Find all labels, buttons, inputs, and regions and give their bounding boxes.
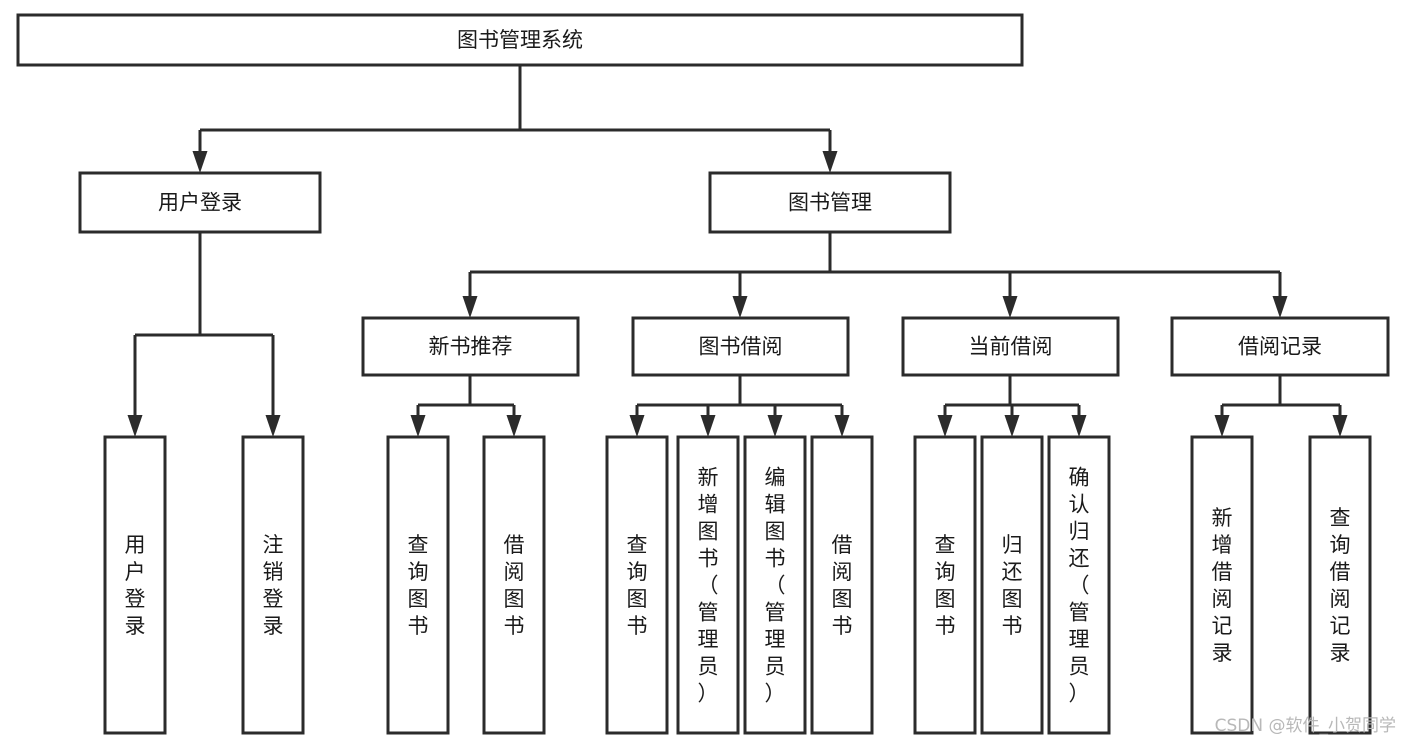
connector-currentborrow-to-leaves (937, 375, 1087, 437)
node-label: 用户登录 (125, 533, 146, 638)
connector-newbook-to-leaves (410, 375, 522, 437)
node-label: 借阅图书 (832, 533, 853, 638)
node-label: 借阅记录 (1238, 335, 1322, 359)
node-leaf-borrow-book-rec[interactable]: 借阅图书 (482, 435, 546, 735)
node-label: 新增借阅记录 (1212, 506, 1233, 665)
node-label: 当前借阅 (969, 335, 1053, 359)
node-label: 查询借阅记录 (1330, 506, 1351, 665)
node-label: 查询图书 (408, 533, 429, 638)
node-leaf-return-book[interactable]: 归还图书 (980, 435, 1044, 735)
node-label: 用户登录 (158, 191, 242, 215)
node-label: 图书管理 (788, 191, 872, 215)
connector-bookmanage-to-level3 (462, 232, 1288, 318)
connector-borrowrecord-to-leaves (1214, 375, 1348, 437)
node-label: 新书推荐 (429, 335, 513, 359)
node-current-borrow[interactable]: 当前借阅 (901, 316, 1120, 377)
node-label: 注销登录 (263, 533, 284, 638)
node-leaf-borrow-book[interactable]: 借阅图书 (810, 435, 874, 735)
node-root[interactable]: 图书管理系统 (16, 13, 1024, 67)
node-leaf-query-book-borrow[interactable]: 查询图书 (605, 435, 669, 735)
nodes-layer: 图书管理系统用户登录图书管理新书推荐图书借阅当前借阅借阅记录用户登录注销登录查询… (16, 13, 1390, 735)
node-user-login[interactable]: 用户登录 (78, 171, 322, 234)
node-label: 查询图书 (935, 533, 956, 638)
node-label: 编辑图书（管理员） (765, 466, 786, 706)
node-leaf-query-book-current[interactable]: 查询图书 (913, 435, 977, 735)
node-book-manage[interactable]: 图书管理 (708, 171, 952, 234)
node-label: 查询图书 (627, 533, 648, 638)
node-leaf-user-login[interactable]: 用户登录 (103, 435, 167, 735)
connector-userlogin-to-leaves (127, 232, 281, 437)
connector-root-to-level2 (192, 65, 838, 173)
node-label: 新增图书（管理员） (698, 466, 719, 706)
node-leaf-query-borrow-record[interactable]: 查询借阅记录 (1308, 435, 1372, 735)
node-label: 图书管理系统 (457, 28, 583, 52)
node-label: 借阅图书 (504, 533, 525, 638)
node-label: 图书借阅 (699, 335, 783, 359)
node-leaf-confirm-return[interactable]: 确认归还（管理员） (1047, 435, 1111, 735)
node-label: 确认归还（管理员） (1069, 466, 1090, 706)
node-new-book-recommend[interactable]: 新书推荐 (361, 316, 580, 377)
node-label: 归还图书 (1002, 533, 1023, 638)
node-leaf-edit-book[interactable]: 编辑图书（管理员） (743, 435, 807, 735)
node-leaf-add-book[interactable]: 新增图书（管理员） (676, 435, 740, 735)
node-leaf-query-book-rec[interactable]: 查询图书 (386, 435, 450, 735)
csdn-watermark: CSDN @软件_小贺同学 (1215, 716, 1396, 736)
node-book-borrow[interactable]: 图书借阅 (631, 316, 850, 377)
connectors-layer (127, 65, 1348, 437)
node-leaf-user-logout[interactable]: 注销登录 (241, 435, 305, 735)
node-leaf-add-borrow-record[interactable]: 新增借阅记录 (1190, 435, 1254, 735)
node-borrow-record[interactable]: 借阅记录 (1170, 316, 1390, 377)
connector-bookborrow-to-leaves (629, 375, 850, 437)
